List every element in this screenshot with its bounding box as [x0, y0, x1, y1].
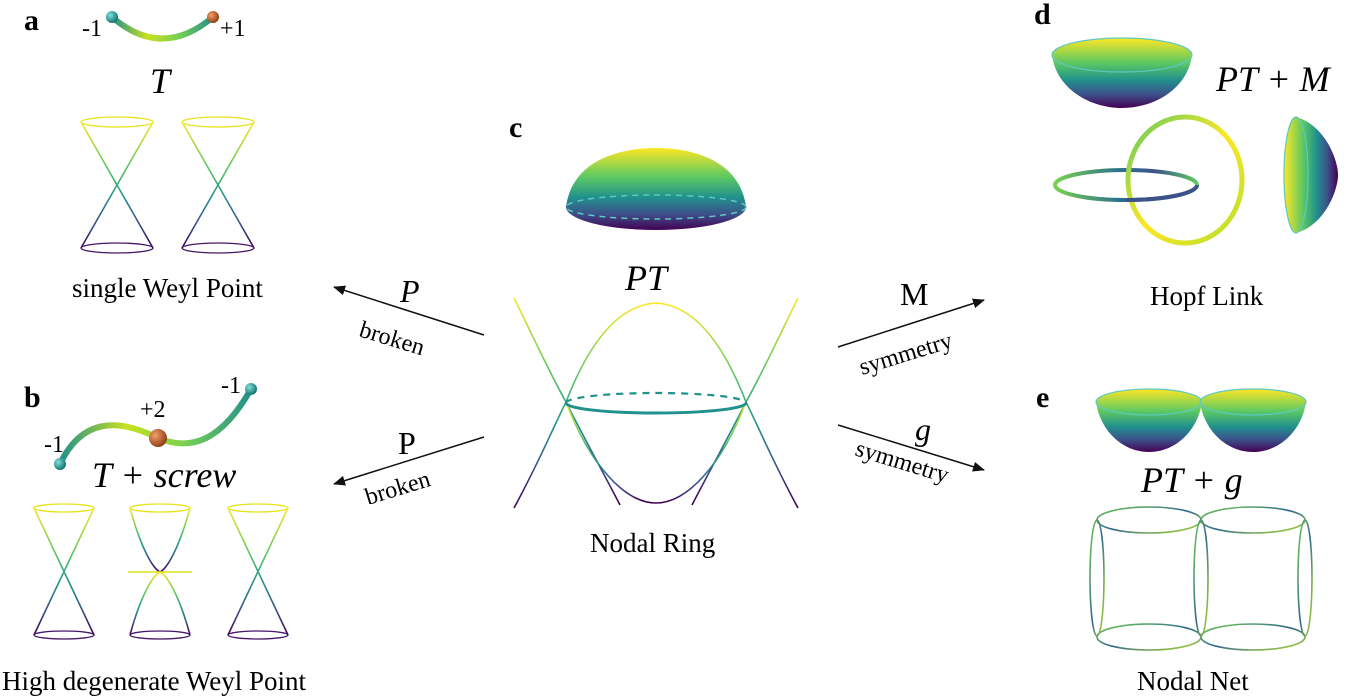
arrow-to-d: M symmetry	[837, 276, 985, 381]
caption-c: Nodal Ring	[590, 528, 715, 558]
panel-d: d PT + M Hopf Link	[1034, 0, 1338, 311]
weyl-point-right	[245, 383, 257, 395]
arrow-to-a: P broken	[333, 273, 485, 361]
symmetry-label-a: T	[150, 61, 173, 101]
panel-b: b -1 +2 -1 T + screw High degenerate	[2, 373, 306, 696]
nodal-dome-icon	[566, 148, 746, 230]
symmetry-label-b: T + screw	[92, 455, 236, 495]
nodal-net-icon	[1089, 506, 1313, 651]
arrow-e-top-label: g	[915, 411, 931, 447]
caption-a: single Weyl Point	[72, 273, 263, 303]
arrow-b-bottom-label: broken	[362, 466, 433, 510]
arrow-a-top-label: P	[399, 273, 420, 309]
weyl-point-center	[149, 429, 167, 447]
charge-label-minus: -1	[82, 16, 102, 42]
bowl-surface-icon	[1096, 389, 1202, 452]
weyl-point-left	[54, 458, 66, 470]
hopf-ring-overlap	[1125, 184, 1199, 202]
panel-letter-e: e	[1036, 381, 1049, 414]
arrow-d-top-label: M	[900, 276, 928, 312]
caption-d: Hopf Link	[1150, 281, 1264, 311]
symmetry-label-c: PT	[624, 258, 670, 298]
charge-label-left: -1	[44, 432, 64, 458]
panel-letter-b: b	[24, 381, 41, 414]
panel-letter-a: a	[24, 4, 39, 37]
dome-rim	[565, 194, 747, 220]
panel-letter-d: d	[1034, 0, 1051, 31]
side-bowl-rim	[1283, 116, 1309, 234]
weyl-point-positive	[207, 11, 219, 23]
panel-e: e PT + g Nodal Net	[1036, 381, 1313, 696]
charge-label-plus: +1	[220, 16, 246, 42]
band-upper	[513, 302, 799, 509]
symmetry-label-d: PT + M	[1215, 59, 1332, 99]
arrow-a-bottom-label: broken	[356, 317, 427, 361]
weyl-cone	[33, 503, 95, 640]
panel-c: c PT Nodal Ring	[509, 111, 799, 558]
weyl-pair-connector	[109, 14, 216, 42]
panel-letter-c: c	[509, 111, 522, 144]
nodal-ring-front	[564, 402, 748, 415]
arrow-b-top-label: P	[398, 425, 416, 461]
weyl-point-negative	[106, 11, 118, 23]
arrow-to-e: g symmetry	[837, 411, 985, 489]
hopf-ring-vertical	[1125, 114, 1245, 246]
degenerate-weyl-cone	[128, 503, 192, 640]
caption-e: Nodal Net	[1137, 666, 1249, 696]
symmetry-label-e: PT + g	[1140, 460, 1243, 500]
bowl-surface-icon	[1200, 389, 1306, 452]
weyl-cone	[181, 116, 255, 254]
weyl-cone	[80, 116, 154, 254]
bowl-surface-icon	[1052, 38, 1192, 108]
nodal-ring-back	[564, 391, 748, 404]
band-lower	[565, 401, 747, 504]
arrow-e-bottom-label: symmetry	[852, 436, 951, 489]
arrow-to-b: P broken	[333, 425, 485, 511]
bowl-rim	[1051, 37, 1193, 73]
charge-label-right: -1	[221, 373, 241, 399]
panel-a: a -1 +1 T single Weyl Point	[24, 4, 263, 303]
caption-b: High degenerate Weyl Point	[2, 666, 306, 696]
weyl-cone	[227, 503, 289, 640]
charge-label-center: +2	[140, 397, 166, 423]
side-bowl-surface-icon	[1284, 117, 1338, 233]
